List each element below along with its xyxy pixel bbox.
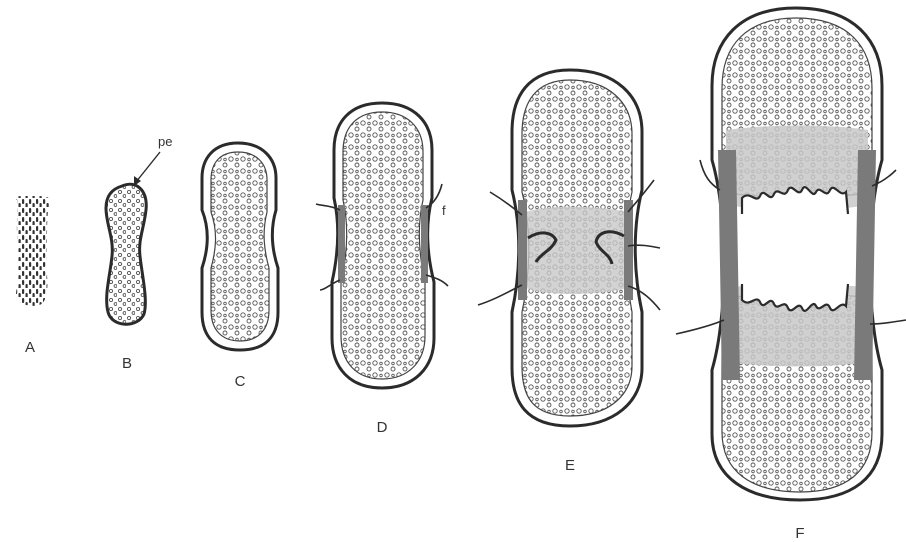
stage-e-label: E	[565, 457, 575, 474]
stage-e-bone-collar-right	[624, 200, 633, 300]
stage-d-bone-collar-right	[421, 205, 428, 283]
stage-d-label: D	[377, 419, 388, 436]
stage-f-vessel	[676, 320, 724, 334]
stage-f-vessel	[870, 320, 906, 324]
stage-f: F	[676, 8, 906, 542]
stage-a-label: A	[25, 339, 35, 356]
stage-b-pointer-arrow	[136, 152, 160, 182]
stage-d-annotation-f: f	[442, 203, 446, 218]
stage-c: C	[202, 143, 278, 390]
stage-c-inner	[211, 152, 269, 341]
stage-e: E	[478, 70, 660, 474]
stage-b-outline	[106, 184, 146, 324]
stage-d-bone-collar-left	[338, 205, 345, 283]
stage-b-label: B	[122, 355, 132, 372]
stage-f-marrow-cavity	[736, 212, 856, 286]
stage-b-annotation-pe: pe	[158, 134, 172, 149]
stage-e-bone-collar-left	[518, 200, 527, 300]
stage-e-ossification-zone	[526, 207, 628, 294]
stage-d-inner	[341, 112, 425, 379]
stage-a: A	[15, 196, 50, 356]
stage-f-label: F	[795, 525, 804, 542]
stage-a-mesenchyme	[15, 196, 50, 306]
stage-d: f D	[316, 103, 448, 436]
stage-b: pe B	[106, 134, 172, 372]
stage-c-label: C	[235, 373, 246, 390]
